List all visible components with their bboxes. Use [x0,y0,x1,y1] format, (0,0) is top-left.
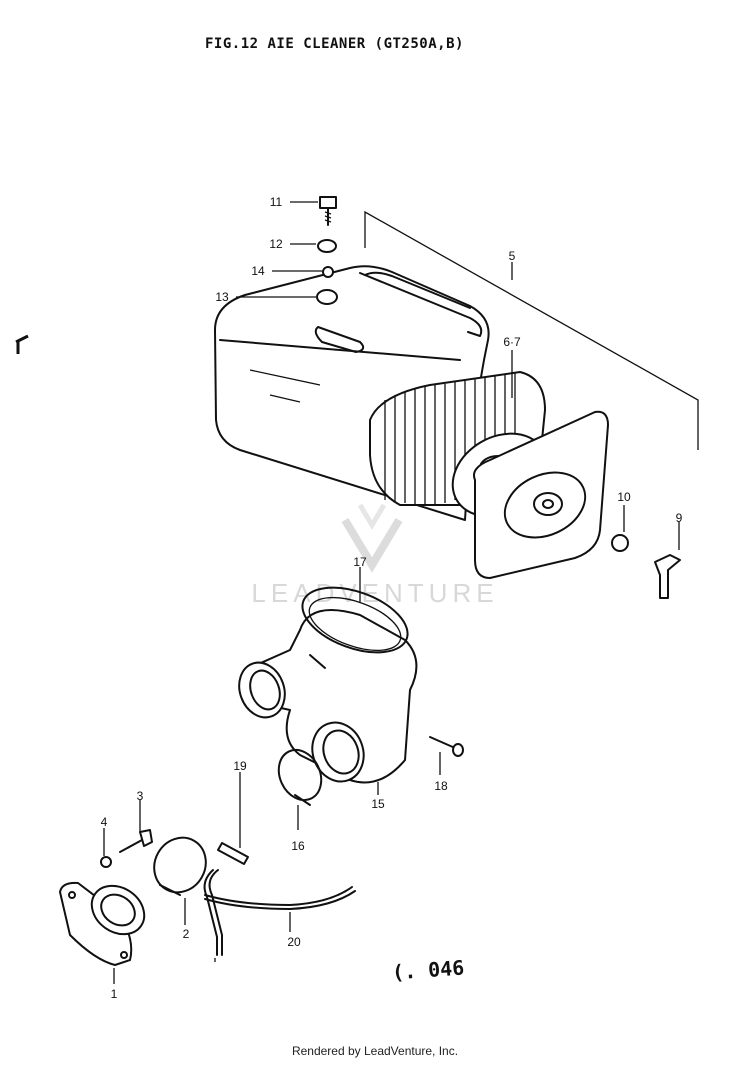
clamp-15 [277,748,323,806]
callout-17: 18 [434,779,448,793]
leader-lines [103,201,680,984]
callout-18: 19 [233,759,247,773]
callout-10: 11 [270,195,283,209]
air-cleaner-cap [473,410,609,579]
callout-1: 1 [111,987,118,1001]
screw-17 [429,736,464,757]
callout-9: 10 [617,490,631,504]
callout-19: 20 [287,935,301,949]
callout-15: 16 [291,839,305,853]
footer-credit: Rendered by LeadVenture, Inc. [291,1044,459,1058]
callout-3: 3 [137,789,144,803]
figure-title: FIG.12 AIE CLEANER (GT250A,B) [205,36,464,52]
hose-19-wall [204,890,356,910]
callout-2: 2 [183,927,190,941]
callout-12: 13 [215,290,229,304]
watermark-text: LEADVENTURE [251,578,498,608]
callout-labels: 11 12 14 13 5 6·7 10 9 17 18 15 16 19 3 … [101,195,683,1001]
hose-20-wall [203,869,218,956]
scan-mark [15,334,29,354]
callout-16: 17 [353,555,367,569]
callout-4: 4 [101,815,108,829]
washer-9 [611,534,629,552]
carburetor-joint [59,881,146,966]
assembly-bracket-5 [364,210,699,450]
callout-5: 5 [509,249,516,263]
bolt-3 [119,829,153,853]
callout-11: 12 [269,237,283,251]
callout-6-7: 6·7 [503,335,521,349]
clamp-2 [153,836,207,896]
hose-19 [204,886,353,906]
clamp-16 [301,586,409,669]
callout-8: 9 [676,511,683,525]
callout-14: 15 [371,797,385,811]
cap-18 [217,842,249,865]
wing-nut-8 [654,554,681,599]
reference-code: (. 046 [391,955,465,985]
bolt-10 [319,196,337,226]
hose-20 [208,869,223,956]
washer-4 [100,856,112,868]
washer-11 [317,239,337,253]
leadventure-watermark: LEADVENTURE [251,503,498,608]
callout-13: 14 [251,264,265,278]
